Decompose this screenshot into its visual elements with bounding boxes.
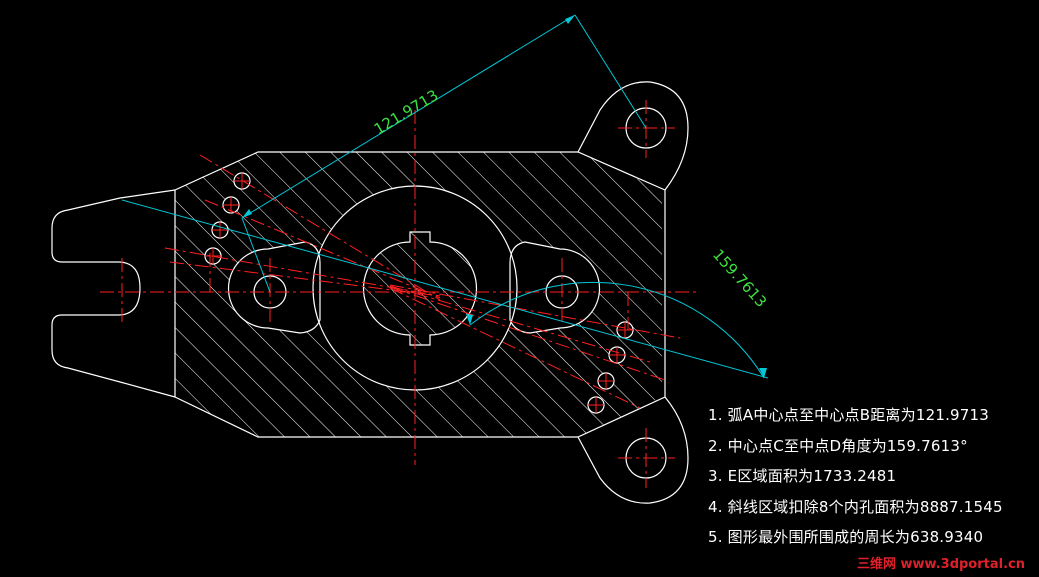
notes-list: 1. 弧A中心点至中心点B距离为121.9713 2. 中心点C至中点D角度为1… xyxy=(708,400,1003,553)
note-5: 5. 图形最外围所围成的周长为638.9340 xyxy=(708,528,984,546)
note-2: 2. 中心点C至中点D角度为159.7613° xyxy=(708,436,968,455)
centerlines xyxy=(100,100,700,488)
linear-dimension xyxy=(121,14,769,379)
watermark-url: www.3dportal.cn xyxy=(900,557,1025,572)
watermark: 三维网 www.3dportal.cn xyxy=(857,553,1025,572)
note-4: 4. 斜线区域扣除8个内孔面积为8887.1545 xyxy=(708,497,1003,516)
watermark-brand: 三维网 xyxy=(856,557,896,572)
note-3: 3. E区域面积为1733.2481 xyxy=(708,467,897,485)
note-1: 1. 弧A中心点至中心点B距离为121.9713 xyxy=(708,406,990,424)
hole-crosses xyxy=(205,173,633,413)
